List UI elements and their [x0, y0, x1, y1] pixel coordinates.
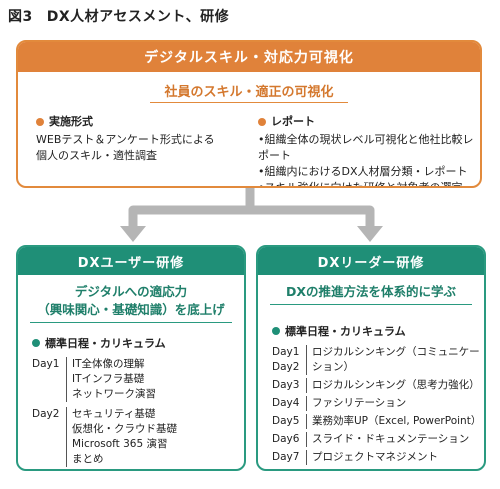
dx-user-training-header: DXユーザー研修	[18, 247, 244, 275]
schedule-row: Day5 業務効率UP（Excel, PowerPoint）	[272, 414, 484, 429]
dx-leader-training-subtitle: DXの推進方法を体系的に学ぶ	[270, 283, 472, 305]
schedule-list: Day1 Day2 ロジカルシンキング（コミュニケーション） Day3 ロジカル…	[272, 345, 484, 465]
bullet-dot-icon	[32, 339, 40, 347]
arrow-head-left-icon	[120, 226, 146, 242]
implementation-line: WEBテスト＆アンケート形式による	[36, 133, 215, 146]
dx-user-training-subtitle: デジタルへの適応力 （興味関心・基礎知識）を底上げ	[30, 283, 232, 323]
schedule-row: Day6 スライド・ドキュメンテーション	[272, 432, 484, 447]
schedule-row: Day4 ファシリテーション	[272, 396, 484, 411]
report-line: •組織内におけるDX人材層分類・レポート	[258, 165, 468, 178]
schedule-item: ロジカルシンキング（思考力強化）	[312, 379, 480, 391]
schedule-list: Day1 IT全体像の理解 ITインフラ基礎 ネットワーク演習 Day2 セキュ…	[32, 357, 244, 467]
report-line: •組織全体の現状レベル可視化と他社比較レポート	[258, 133, 474, 162]
dx-leader-training-card: DXリーダー研修 DXの推進方法を体系的に学ぶ 標準日程・カリキュラム Day1…	[256, 245, 486, 471]
schedule-row: Day3 ロジカルシンキング（思考力強化）	[272, 378, 484, 393]
schedule-item: 仮想化・クラウド基礎	[72, 423, 177, 435]
implementation-heading: 実施形式	[49, 115, 93, 128]
report-section: レポート •組織全体の現状レベル可視化と他社比較レポート •組織内におけるDX人…	[258, 114, 480, 188]
schedule-item: まとめ	[72, 453, 104, 465]
schedule-title: 標準日程・カリキュラム	[272, 323, 484, 339]
visualization-subtitle: 社員のスキル・適正の可視化	[18, 81, 480, 103]
visualization-header: デジタルスキル・対応力可視化	[18, 42, 480, 72]
schedule-item: プロジェクトマネジメント	[312, 451, 438, 463]
schedule-item: Microsoft 365 演習	[72, 438, 168, 450]
bullet-dot-icon	[272, 327, 280, 335]
report-heading: レポート	[271, 115, 315, 128]
schedule-day: Day1 Day2	[272, 346, 300, 373]
schedule-item: ITインフラ基礎	[72, 373, 145, 385]
schedule-day: Day6	[272, 433, 300, 445]
schedule-item: セキュリティ基礎	[72, 408, 156, 420]
figure-number: 図3	[8, 9, 33, 25]
dx-user-training-card: DXユーザー研修 デジタルへの適応力 （興味関心・基礎知識）を底上げ 標準日程・…	[16, 245, 246, 471]
schedule-item: ファシリテーション	[312, 397, 407, 409]
schedule-item: ネットワーク演習	[72, 388, 156, 400]
schedule-day: Day5	[272, 415, 300, 427]
figure-title: 図3 DX人材アセスメント、研修	[8, 6, 229, 26]
figure-title-text: DX人材アセスメント、研修	[46, 9, 230, 25]
arrow-head-right-icon	[357, 226, 383, 242]
schedule-day: Day1	[32, 358, 60, 370]
schedule-item: 業務効率UP（Excel, PowerPoint）	[312, 415, 482, 427]
schedule-row: Day1 Day2 ロジカルシンキング（コミュニケーション）	[272, 345, 484, 375]
implementation-format: 実施形式 WEBテスト＆アンケート形式による 個人のスキル・適性調査	[36, 114, 215, 164]
schedule-item: IT全体像の理解	[72, 358, 145, 370]
bullet-dot-icon	[36, 118, 44, 126]
schedule-item: スライド・ドキュメンテーション	[312, 433, 470, 445]
schedule-title: 標準日程・カリキュラム	[32, 335, 244, 351]
schedule-row: Day2 セキュリティ基礎 仮想化・クラウド基礎 Microsoft 365 演…	[32, 407, 244, 467]
schedule-row: Day7 プロジェクトマネジメント	[272, 450, 484, 465]
schedule-row: Day1 IT全体像の理解 ITインフラ基礎 ネットワーク演習	[32, 357, 244, 402]
schedule-day: Day2	[32, 408, 60, 420]
schedule-day: Day4	[272, 397, 300, 409]
visualization-box: デジタルスキル・対応力可視化 社員のスキル・適正の可視化 実施形式 WEBテスト…	[16, 40, 482, 188]
arrow-branch	[128, 205, 375, 230]
dx-leader-training-header: DXリーダー研修	[258, 247, 484, 275]
bullet-dot-icon	[258, 118, 266, 126]
implementation-line: 個人のスキル・適性調査	[36, 149, 157, 162]
report-line: •スキル強化に向けた研修と対象者の選定	[258, 181, 463, 188]
schedule-day: Day3	[272, 379, 300, 391]
schedule-item: ロジカルシンキング（コミュニケーション）	[312, 346, 480, 373]
schedule-day: Day7	[272, 451, 300, 463]
